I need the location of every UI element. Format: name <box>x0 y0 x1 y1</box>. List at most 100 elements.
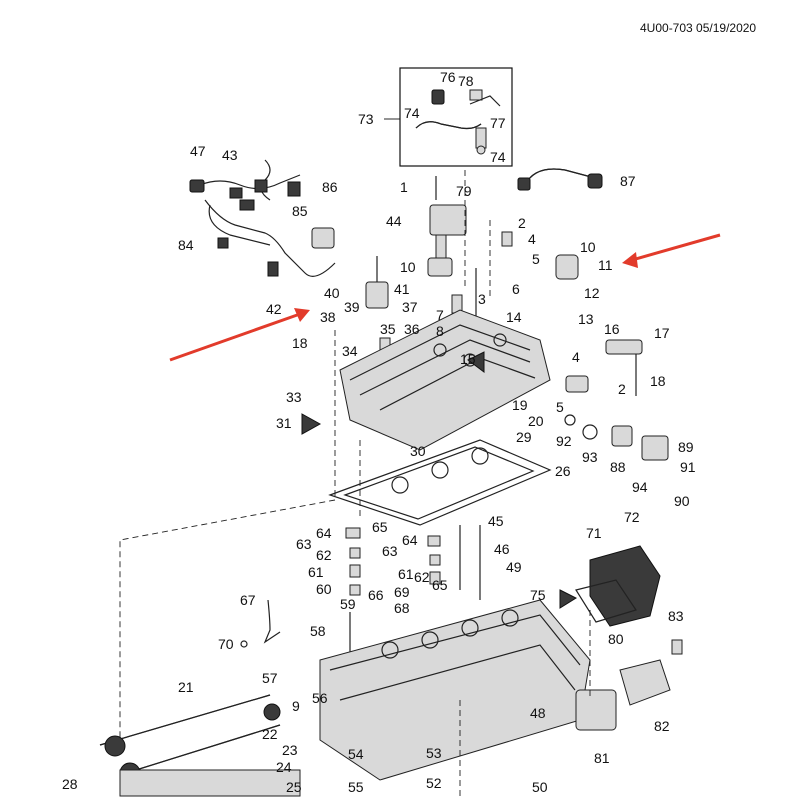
callout-18: 18 <box>650 373 666 389</box>
callout-23: 23 <box>282 742 298 758</box>
callout-87: 87 <box>620 173 636 189</box>
callout-65: 65 <box>372 519 388 535</box>
callout-25: 25 <box>286 779 302 795</box>
callout-6: 6 <box>512 281 520 297</box>
callout-78: 78 <box>458 73 474 89</box>
callout-10: 10 <box>580 239 596 255</box>
callout-58: 58 <box>310 623 326 639</box>
callout-21: 21 <box>178 679 194 695</box>
callout-38: 38 <box>320 309 336 325</box>
callout-92: 92 <box>556 433 572 449</box>
callout-62: 62 <box>414 569 430 585</box>
callout-72: 72 <box>624 509 640 525</box>
callout-88: 88 <box>610 459 626 475</box>
callout-2: 2 <box>518 215 526 231</box>
callout-53: 53 <box>426 745 442 761</box>
callout-12: 12 <box>584 285 600 301</box>
callout-3: 3 <box>478 291 486 307</box>
callout-86: 86 <box>322 179 338 195</box>
callout-13: 13 <box>578 311 594 327</box>
callout-19: 19 <box>512 397 528 413</box>
callout-59: 59 <box>340 596 356 612</box>
callout-61: 61 <box>308 564 324 580</box>
callout-7: 7 <box>436 307 444 323</box>
callout-82: 82 <box>654 718 670 734</box>
callout-33: 33 <box>286 389 302 405</box>
callout-64: 64 <box>316 525 332 541</box>
callout-89: 89 <box>678 439 694 455</box>
valve-train-parts <box>345 525 481 660</box>
callout-22: 22 <box>262 726 278 742</box>
callout-35: 35 <box>380 321 396 337</box>
callout-43: 43 <box>222 147 238 163</box>
callout-10: 10 <box>400 259 416 275</box>
callout-54: 54 <box>348 746 364 762</box>
wiring-harness <box>189 159 336 277</box>
callout-93: 93 <box>582 449 598 465</box>
callout-39: 39 <box>344 299 360 315</box>
callout-73: 73 <box>358 111 374 127</box>
red-arrow-left <box>169 312 301 362</box>
callout-47: 47 <box>190 143 206 159</box>
callout-76: 76 <box>440 69 456 85</box>
callout-18: 18 <box>292 335 308 351</box>
callout-61: 61 <box>398 566 414 582</box>
callout-31: 31 <box>276 415 292 431</box>
callout-1: 1 <box>400 179 408 195</box>
callout-63: 63 <box>296 536 312 552</box>
callout-63: 63 <box>382 543 398 559</box>
callout-90: 90 <box>674 493 690 509</box>
callout-55: 55 <box>348 779 364 795</box>
callout-30: 30 <box>410 443 426 459</box>
callout-29: 29 <box>516 429 532 445</box>
callout-8: 8 <box>436 323 444 339</box>
callout-84: 84 <box>178 237 194 253</box>
callout-2: 2 <box>618 381 626 397</box>
coolant-pipe <box>240 599 281 648</box>
callout-40: 40 <box>324 285 340 301</box>
callout-17: 17 <box>654 325 670 341</box>
callout-65: 65 <box>432 577 448 593</box>
callout-57: 57 <box>262 670 278 686</box>
highlight-arrows <box>169 233 721 362</box>
callout-28: 28 <box>62 776 78 792</box>
vacuum-hose <box>517 168 603 191</box>
callout-67: 67 <box>240 592 256 608</box>
callout-5: 5 <box>556 399 564 415</box>
callout-74: 74 <box>490 149 506 165</box>
callout-83: 83 <box>668 608 684 624</box>
callout-85: 85 <box>292 203 308 219</box>
callout-68: 68 <box>394 600 410 616</box>
callout-79: 79 <box>456 183 472 199</box>
red-arrow-right <box>631 233 721 262</box>
callout-81: 81 <box>594 750 610 766</box>
callout-24: 24 <box>276 759 292 775</box>
callout-45: 45 <box>488 513 504 529</box>
callout-34: 34 <box>342 343 358 359</box>
callout-46: 46 <box>494 541 510 557</box>
camshafts <box>99 694 301 797</box>
cylinder-head <box>319 599 591 781</box>
callout-75: 75 <box>530 587 546 603</box>
callout-41: 41 <box>394 281 410 297</box>
callout-69: 69 <box>394 584 410 600</box>
callout-77: 77 <box>490 115 506 131</box>
callout-36: 36 <box>404 321 420 337</box>
callout-14: 14 <box>506 309 522 325</box>
dashed-leaders <box>119 170 591 800</box>
callout-71: 71 <box>586 525 602 541</box>
callout-44: 44 <box>386 213 402 229</box>
oil-cooler-assembly <box>559 545 683 731</box>
callout-37: 37 <box>402 299 418 315</box>
diagram-reference: 4U00-703 05/19/2020 <box>640 21 756 35</box>
callout-62: 62 <box>316 547 332 563</box>
callout-4: 4 <box>528 231 536 247</box>
callout-56: 56 <box>312 690 328 706</box>
callout-50: 50 <box>532 779 548 795</box>
callout-15: 15 <box>460 351 476 367</box>
callout-49: 49 <box>506 559 522 575</box>
pointer-arrow-31 <box>301 413 322 435</box>
callout-70: 70 <box>218 636 234 652</box>
